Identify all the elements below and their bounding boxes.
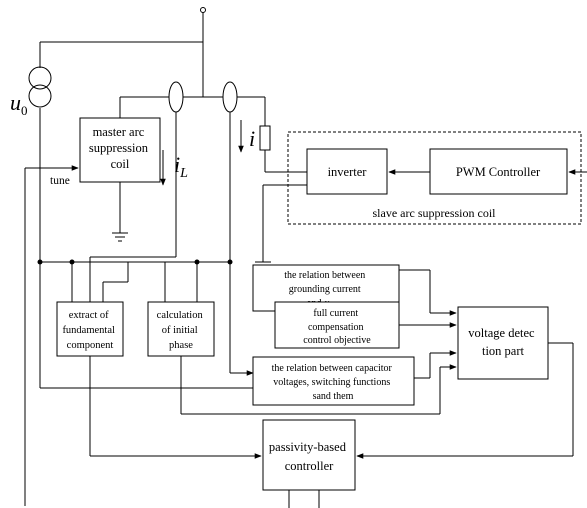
extract-label: extract of fundamental component xyxy=(62,310,117,351)
top-bus-wiring xyxy=(39,7,258,389)
calc-phase-label: calculation of initial phase xyxy=(157,310,206,351)
slave-coil-label: slave arc suppression coil xyxy=(373,206,497,220)
tune-wiring xyxy=(24,165,79,506)
slave-coil-group xyxy=(287,131,582,225)
junction-dot xyxy=(194,259,200,265)
current-il-label: iL xyxy=(174,152,188,181)
ground-symbol-slave xyxy=(255,184,307,271)
junction-dot xyxy=(69,259,75,265)
passivity-controller-box xyxy=(262,419,356,491)
voltage-detection-label: voltage detec tion part xyxy=(468,326,537,358)
resistor xyxy=(259,125,271,151)
calc-phase-box xyxy=(147,301,215,357)
passivity-controller-wiring xyxy=(89,342,574,508)
voltage-detection-box xyxy=(457,306,549,380)
junction-dot xyxy=(37,259,43,265)
current-sensor-il xyxy=(168,81,184,113)
inverter-label: inverter xyxy=(328,165,368,179)
passivity-controller-label: passivity-based controller xyxy=(269,440,349,473)
source-symbol-u0: u0 xyxy=(10,90,28,118)
voltage-detection-inputs xyxy=(180,269,457,415)
pwm-controller-box xyxy=(429,148,568,195)
relation-capacitor-box xyxy=(252,356,415,406)
current-i-label: i xyxy=(249,126,255,151)
voltage-source-symbol xyxy=(28,66,52,108)
inverter-box xyxy=(306,148,388,195)
relation-capacitor-label: the relation between capacitor voltages,… xyxy=(272,363,395,402)
pwm-controller-label: PWM Controller xyxy=(456,165,541,179)
full-current-label: full current compensation control object… xyxy=(303,308,371,346)
master-coil-label: master arc suppression coil xyxy=(89,125,151,171)
current-sensor-i xyxy=(222,81,238,113)
junction-dot xyxy=(227,259,233,265)
ground-symbol-master xyxy=(112,182,128,242)
full-current-box xyxy=(274,301,400,349)
tune-label: tune xyxy=(50,175,70,187)
